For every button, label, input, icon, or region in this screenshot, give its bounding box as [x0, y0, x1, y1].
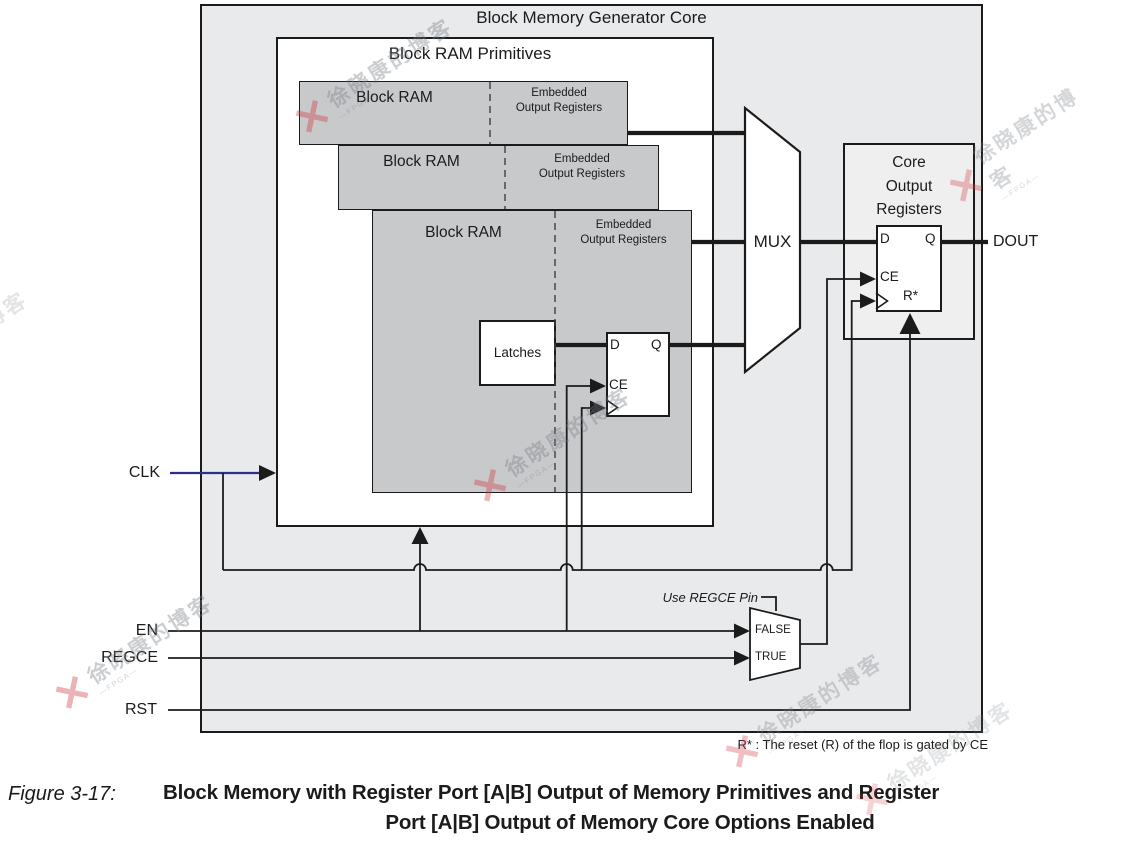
rst-label: RST: [125, 701, 157, 718]
caption-line2: Port [A|B] Output of Memory Core Options…: [385, 811, 875, 834]
dout-label: DOUT: [993, 233, 1039, 250]
primitives-box-title: Block RAM Primitives: [388, 44, 552, 63]
regce-label: REGCE: [101, 649, 158, 666]
embedded-registers-label-2: Embedded Output Registers: [538, 153, 626, 180]
core-ff-reset-label: R*: [903, 288, 919, 303]
block-ram-label-2: Block RAM: [383, 153, 460, 170]
clk-label: CLK: [128, 464, 160, 481]
block-ram-box-1: [299, 81, 628, 145]
watermark: ✕ 徐晓康的博客 —FPGA—: [0, 287, 33, 386]
core-box-title: Core Output Registers: [876, 154, 942, 218]
embedded-ff-q-label: Q: [651, 337, 662, 352]
core-ff-d-label: D: [880, 231, 890, 246]
embedded-registers-label-3: Embedded Output Registers: [580, 219, 667, 246]
outer-box-title: Block Memory Generator Core: [476, 8, 707, 27]
latches-label: Latches: [493, 345, 542, 360]
mux-label: MUX: [753, 232, 792, 251]
block-ram-label-1: Block RAM: [356, 89, 433, 106]
core-ff-ce-label: CE: [880, 269, 899, 284]
regce-mux-false-label: FALSE: [755, 624, 791, 636]
regce-mux-true-label: TRUE: [755, 651, 787, 663]
watermark-x-icon: ✕: [714, 722, 771, 782]
use-regce-pin-label: Use REGCE Pin: [662, 590, 758, 605]
block-ram-box-2: [338, 145, 659, 210]
block-ram-label-3: Block RAM: [425, 224, 502, 241]
en-label: EN: [135, 622, 158, 639]
figure-number-label: Figure 3-17:: [8, 783, 116, 805]
footnote: R* : The reset (R) of the flop is gated …: [737, 737, 989, 752]
caption-line1: Block Memory with Register Port [A|B] Ou…: [163, 781, 940, 804]
embedded-registers-label-1: Embedded Output Registers: [515, 87, 603, 114]
core-ff-q-label: Q: [925, 231, 936, 246]
embedded-ff-ce-label: CE: [609, 377, 628, 392]
watermark-x-icon: ✕: [44, 663, 101, 723]
embedded-ff-d-label: D: [610, 337, 620, 352]
